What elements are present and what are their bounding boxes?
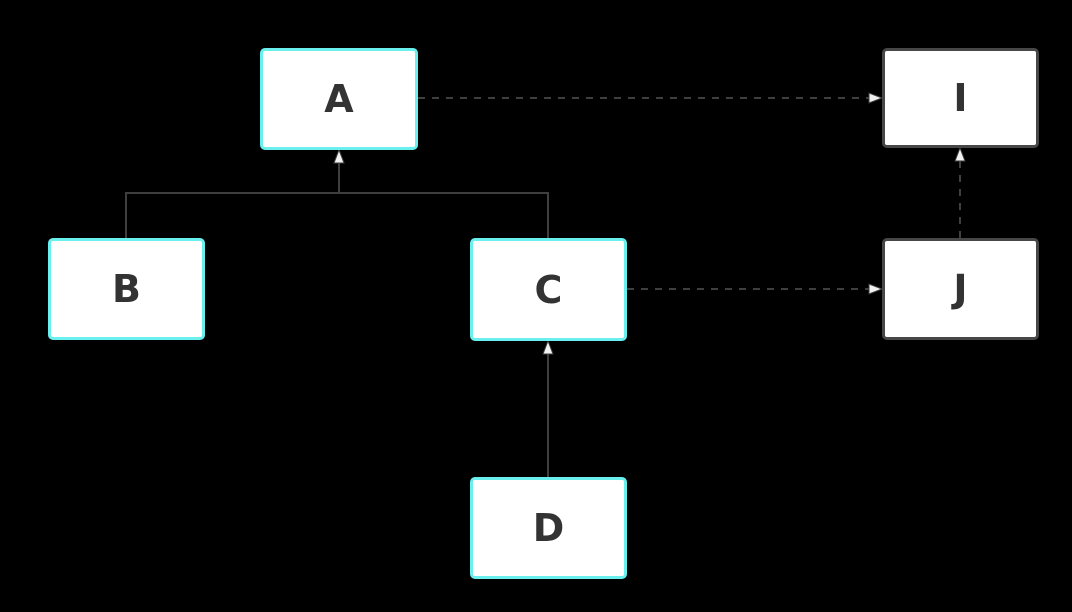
edge-C-A[interactable] [333,148,549,238]
node-C[interactable]: C [470,238,627,341]
edge-J-I[interactable] [954,146,966,238]
node-label: D [532,506,565,550]
node-A[interactable]: A [260,48,418,150]
node-B[interactable]: B [48,238,205,340]
arrowhead-icon [868,92,884,104]
node-label: C [534,267,563,312]
arrowhead-icon [333,148,345,164]
node-label: A [324,77,354,121]
edge-A-I[interactable] [418,92,884,104]
edge-line [338,161,549,238]
arrowhead-icon [542,339,554,355]
node-label: B [112,267,141,311]
arrowhead-icon [868,283,884,295]
node-D[interactable]: D [470,477,627,579]
arrowhead-icon [954,146,966,162]
edge-D-C[interactable] [542,339,554,477]
edge-C-J[interactable] [627,283,884,295]
node-J[interactable]: J [882,238,1039,340]
node-label: I [953,76,968,120]
node-label: J [953,267,968,311]
node-I[interactable]: I [882,48,1039,148]
